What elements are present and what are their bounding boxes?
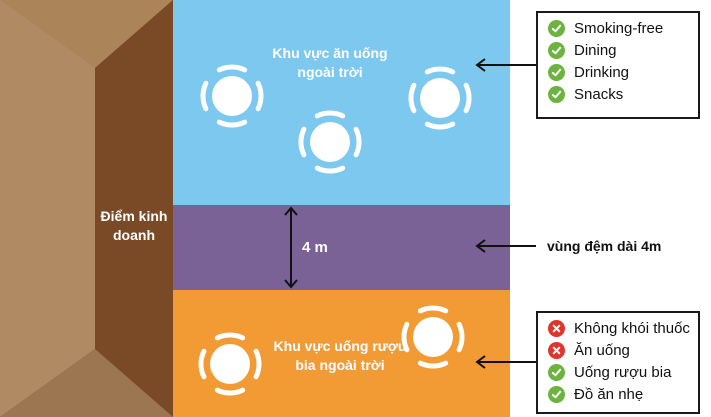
- chair: [463, 82, 472, 114]
- chair: [298, 126, 307, 158]
- table: [298, 110, 362, 174]
- business-building: [0, 0, 173, 417]
- legend-item-label: Snacks: [574, 85, 624, 103]
- chair: [424, 121, 456, 130]
- buffer-distance-label: 4 m: [302, 239, 328, 256]
- chair: [255, 80, 264, 112]
- dining-legend-arrow: [475, 58, 536, 72]
- buffer-callout-label: vùng đệm dài 4m: [547, 238, 662, 254]
- dining-zone-label: Khu vực ăn uống ngoài trời: [250, 44, 410, 82]
- chair: [417, 305, 449, 314]
- drinking-zone-label: Khu vực uống rượu bia ngoài trời: [260, 337, 420, 375]
- dining-zone-label-line2: ngoài trời: [297, 63, 363, 80]
- check-icon: [548, 363, 565, 381]
- chair: [253, 348, 262, 380]
- chair: [408, 82, 417, 114]
- roof-right-facet: [95, 0, 173, 417]
- building-label: Điểm kinh doanh: [100, 208, 168, 243]
- chair: [424, 66, 456, 75]
- chair: [216, 64, 248, 73]
- legend-item-label: Dining: [574, 41, 617, 59]
- legend-item: Ăn uống: [548, 339, 690, 361]
- table-top: [310, 122, 350, 162]
- legend-item-label: Drinking: [574, 63, 630, 81]
- check-icon: [548, 19, 565, 37]
- dining-zone-label-line1: Khu vực ăn uống: [272, 45, 388, 61]
- buffer-distance-arrow: [284, 206, 298, 289]
- buffer-callout-arrow: [475, 239, 536, 253]
- chair: [456, 321, 465, 353]
- table-top: [212, 76, 252, 116]
- chair: [198, 348, 207, 380]
- legend-item-label: Không khói thuốc: [574, 319, 690, 337]
- legend-item: Drinking: [548, 61, 690, 83]
- roof-left-facet: [0, 0, 95, 417]
- table-top: [210, 344, 250, 384]
- check-icon: [548, 385, 565, 403]
- table: [198, 332, 262, 396]
- legend-item: Snacks: [548, 83, 690, 105]
- table: [200, 64, 264, 128]
- legend-item: Không khói thuốc: [548, 317, 690, 339]
- buffer-zone: [173, 205, 510, 290]
- legend-item-label: Đồ ăn nhẹ: [574, 385, 644, 403]
- legend-item: Smoking-free: [548, 17, 690, 39]
- chair: [200, 80, 209, 112]
- tables-group: [198, 64, 472, 396]
- chair: [314, 165, 346, 174]
- table: [408, 66, 472, 130]
- check-icon: [548, 85, 565, 103]
- chair: [214, 387, 246, 396]
- legend-item: Uống rượu bia: [548, 361, 690, 383]
- chair: [216, 119, 248, 128]
- check-icon: [548, 63, 565, 81]
- drinking-legend-arrow: [475, 355, 536, 369]
- chair: [314, 110, 346, 119]
- chair: [214, 332, 246, 341]
- chair: [417, 360, 449, 369]
- drinking-zone-label-line2: bia ngoài trời: [295, 356, 385, 373]
- table-top: [420, 78, 460, 118]
- legend-item-label: Smoking-free: [574, 19, 664, 37]
- chair: [353, 126, 362, 158]
- chair: [401, 321, 410, 353]
- drinking-zone-label-line1: Khu vực uống rượu: [273, 338, 407, 354]
- legend-item: Dining: [548, 39, 690, 61]
- cross-icon: [548, 341, 565, 359]
- legend-item: Đồ ăn nhẹ: [548, 383, 690, 405]
- table-top: [413, 317, 453, 357]
- cross-icon: [548, 319, 565, 337]
- legend-item-label: Uống rượu bia: [574, 363, 672, 381]
- table: [401, 305, 465, 369]
- check-icon: [548, 41, 565, 59]
- legend-item-label: Ăn uống: [574, 341, 630, 359]
